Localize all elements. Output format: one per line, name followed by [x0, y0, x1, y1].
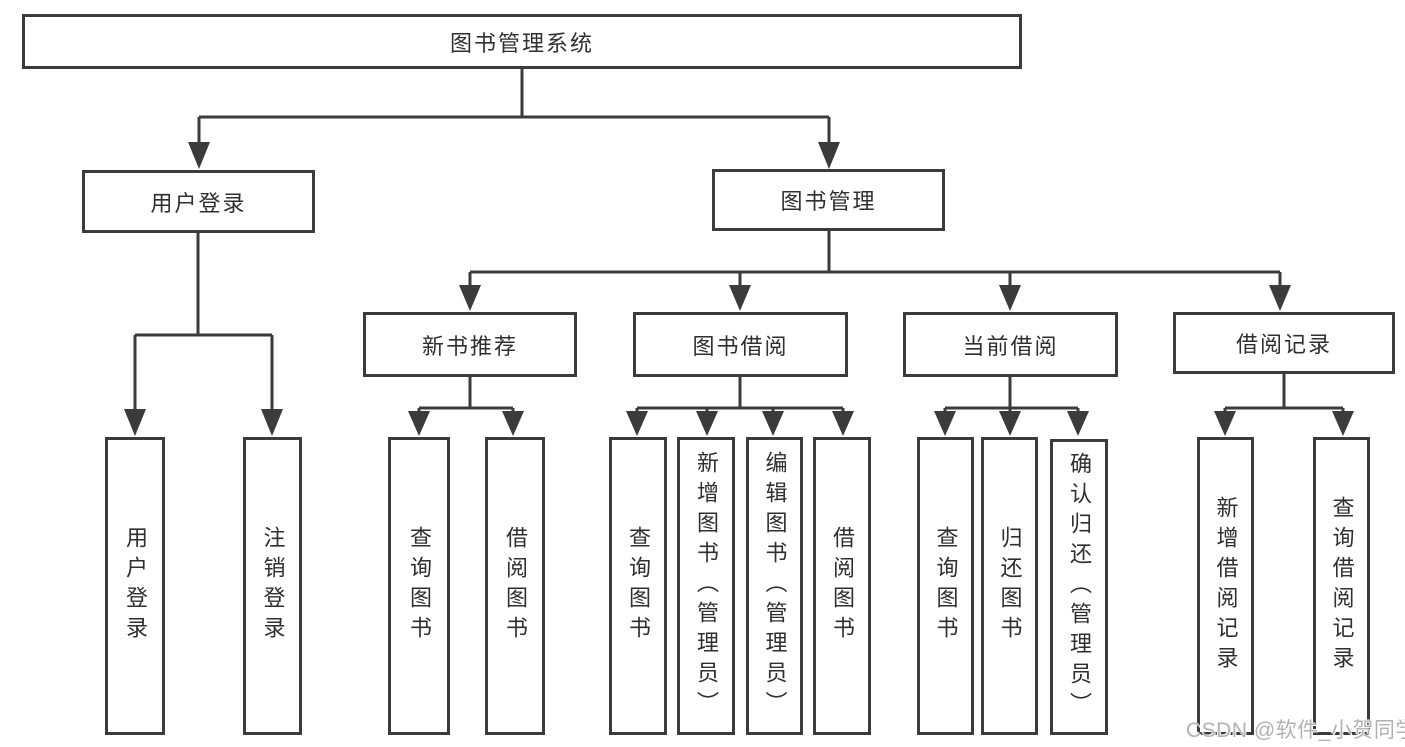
node-book-borrow: 图书借阅 — [633, 312, 848, 377]
node-leaf-edit-book-admin: 编辑图书（管理员） — [746, 437, 803, 735]
node-new-book-recommend: 新书推荐 — [363, 312, 577, 377]
node-label: 归还图书 — [997, 526, 1023, 646]
node-leaf-query-book-recommend: 查询图书 — [388, 437, 450, 735]
node-book-management-module: 图书管理 — [712, 169, 945, 231]
node-leaf-add-borrow-record: 新增借阅记录 — [1197, 437, 1254, 735]
node-label: 查询图书 — [933, 526, 959, 646]
node-label: 用户登录 — [123, 526, 148, 646]
csdn-watermark: CSDN @软件_小贺同学 — [1186, 719, 1405, 742]
node-label: 图书借阅 — [692, 333, 789, 359]
node-leaf-query-book-current: 查询图书 — [917, 437, 974, 735]
node-label: 查询借阅记录 — [1329, 496, 1355, 676]
node-leaf-borrow-book-recommend: 借阅图书 — [485, 437, 545, 735]
node-current-borrow: 当前借阅 — [903, 312, 1118, 377]
node-label: 查询图书 — [407, 526, 432, 646]
node-label: 借阅记录 — [1235, 332, 1332, 357]
node-leaf-logout: 注销登录 — [243, 437, 302, 735]
node-user-login-module: 用户登录 — [82, 170, 315, 233]
node-borrow-record: 借阅记录 — [1173, 312, 1395, 374]
node-label: 新书推荐 — [421, 333, 518, 359]
node-leaf-borrow-book: 借阅图书 — [813, 437, 871, 735]
node-leaf-user-login: 用户登录 — [105, 437, 165, 735]
node-label: 新增图书（管理员） — [694, 451, 719, 721]
node-label: 借阅图书 — [830, 526, 855, 646]
node-leaf-query-book-borrow: 查询图书 — [609, 437, 667, 735]
node-label: 确认归还（管理员） — [1067, 452, 1092, 722]
node-label: 图书管理 — [780, 189, 877, 214]
node-leaf-add-book-admin: 新增图书（管理员） — [677, 437, 735, 735]
arrowheads — [124, 142, 1354, 436]
node-label: 用户登录 — [150, 190, 247, 216]
node-label: 新增借阅记录 — [1213, 496, 1239, 676]
node-leaf-query-borrow-record: 查询借阅记录 — [1313, 437, 1370, 735]
node-label: 编辑图书（管理员） — [762, 451, 788, 721]
node-label: 注销登录 — [260, 526, 286, 646]
node-label: 当前借阅 — [962, 333, 1059, 359]
node-leaf-confirm-return-admin: 确认归还（管理员） — [1050, 439, 1108, 735]
node-library-management-system: 图书管理系统 — [22, 14, 1022, 69]
node-label: 图书管理系统 — [449, 30, 594, 56]
node-leaf-return-book: 归还图书 — [981, 437, 1038, 735]
node-label: 查询图书 — [626, 526, 651, 646]
node-label: 借阅图书 — [503, 526, 528, 646]
